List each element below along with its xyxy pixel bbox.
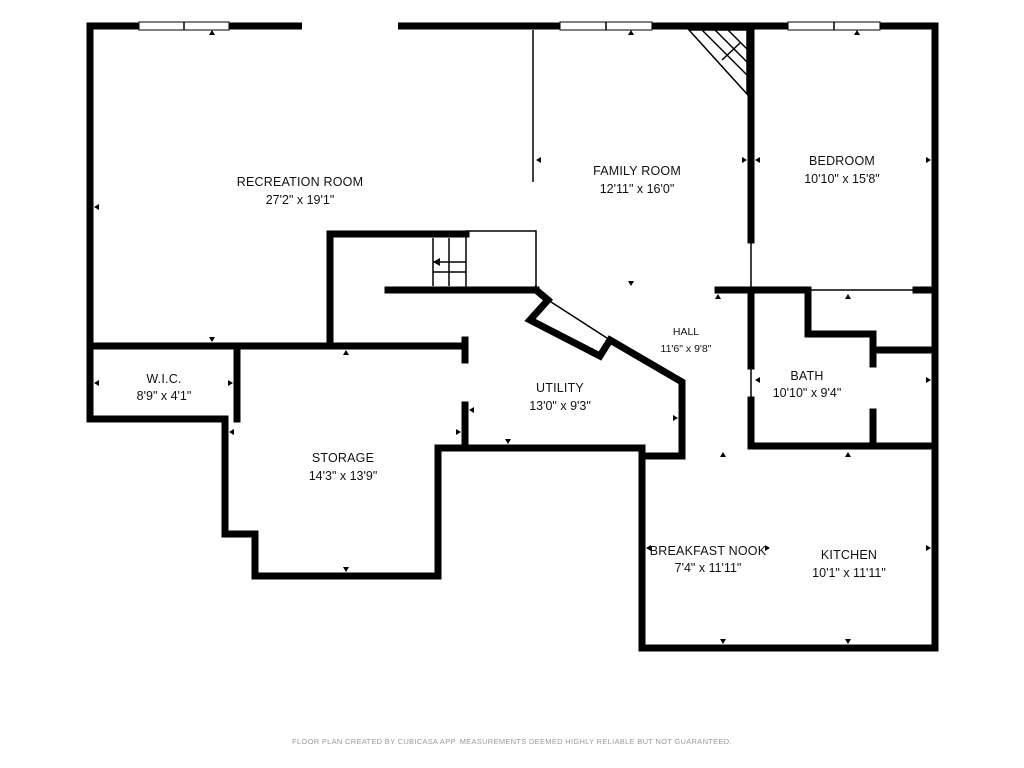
kitchen-dims: 10'1" x 11'11"	[812, 566, 886, 580]
utility-name: UTILITY	[536, 381, 584, 395]
tick	[628, 30, 634, 35]
stair-arrow-icon	[433, 258, 440, 266]
storage-dims: 14'3" x 13'9"	[309, 469, 378, 483]
room-labels: RECREATION ROOM 27'2" x 19'1" FAMILY ROO…	[137, 154, 886, 580]
breakfast-nook-name: BREAKFAST NOOK	[650, 544, 767, 558]
tick	[343, 350, 349, 355]
tick	[926, 157, 931, 163]
bath-name: BATH	[790, 369, 823, 383]
family-room-dims: 12'11" x 16'0"	[600, 182, 675, 196]
wall-closet-a	[804, 286, 877, 368]
tick	[209, 337, 215, 342]
breakfast-nook-dims: 7'4" x 11'11"	[675, 561, 742, 575]
tick	[845, 639, 851, 644]
tick	[845, 452, 851, 457]
tick	[926, 545, 931, 551]
corner-stair-tread-1	[701, 29, 748, 76]
wall-utility-angled	[524, 285, 686, 460]
tick	[628, 281, 634, 286]
tick	[755, 157, 760, 163]
wall-storage-outline	[221, 415, 646, 580]
tick	[646, 545, 651, 551]
tick	[505, 439, 511, 444]
tick	[209, 30, 215, 35]
tick	[536, 157, 541, 163]
disclaimer-footer: FLOOR PLAN CREATED BY CUBICASA APP. MEAS…	[292, 737, 732, 746]
tick	[673, 415, 678, 421]
tick	[456, 429, 461, 435]
stair-landing	[465, 230, 537, 291]
tick	[229, 429, 234, 435]
wic-dims: 8'9" x 4'1"	[137, 389, 192, 403]
utility-dims: 13'0" x 9'3"	[529, 399, 591, 413]
bath-dims: 10'10" x 9'4"	[773, 386, 842, 400]
wic-name: W.I.C.	[146, 372, 181, 386]
hall-name: HALL	[673, 326, 699, 338]
tick	[469, 407, 474, 413]
family-room-name: FAMILY ROOM	[593, 164, 681, 178]
corner-stair-tread-2	[714, 29, 748, 63]
measure-ticks	[94, 30, 931, 644]
kitchen-name: KITCHEN	[821, 548, 877, 562]
windows	[138, 21, 881, 31]
tick	[715, 294, 721, 299]
recreation-room-name: RECREATION ROOM	[237, 175, 363, 189]
thin-lines	[432, 29, 916, 400]
utility-door-line	[547, 299, 611, 341]
window-rec-right	[302, 22, 398, 30]
wall-kitchen-outline	[638, 444, 939, 652]
bedroom-dims: 10'10" x 15'8"	[804, 172, 880, 186]
tick	[343, 567, 349, 572]
tick	[94, 204, 99, 210]
bedroom-name: BEDROOM	[809, 154, 875, 168]
tick	[755, 377, 760, 383]
storage-name: STORAGE	[312, 451, 374, 465]
tick	[845, 294, 851, 299]
corner-stair-tread-3	[727, 29, 748, 50]
tick	[720, 452, 726, 457]
tick	[228, 380, 233, 386]
wall-left	[86, 22, 229, 423]
tick	[720, 639, 726, 644]
tick	[854, 30, 860, 35]
tick	[94, 380, 99, 386]
corner-stair-tread-4	[721, 42, 741, 61]
wall-bath-left-lower	[747, 396, 874, 450]
tick	[765, 545, 770, 551]
interior-walls	[86, 22, 939, 460]
recreation-room-dims: 27'2" x 19'1"	[266, 193, 335, 207]
tick	[742, 157, 747, 163]
wall-stair-enclosure	[326, 230, 470, 350]
hall-dims: 11'6" x 9'8"	[661, 343, 712, 355]
tick	[926, 377, 931, 383]
